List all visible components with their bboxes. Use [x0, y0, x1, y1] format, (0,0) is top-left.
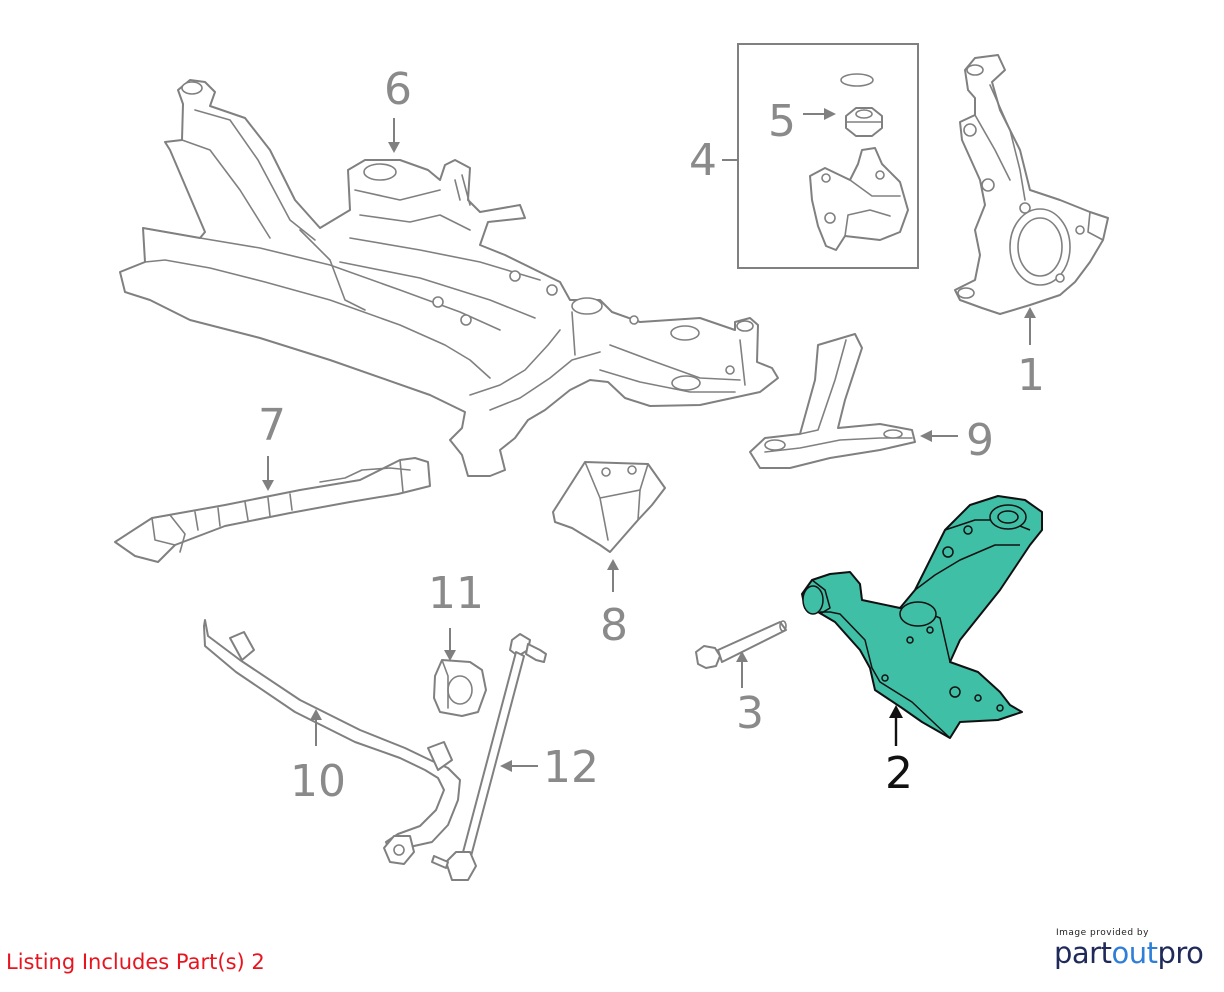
callout-5: 5 — [768, 96, 796, 147]
logo-pro: pro — [1157, 936, 1204, 970]
part-1-steering-knuckle[interactable] — [954, 54, 1109, 315]
logo-part: part — [1054, 936, 1112, 970]
partoutpro-logo[interactable]: partoutpro — [1054, 936, 1204, 970]
callout-1: 1 — [1017, 350, 1045, 401]
callout-11: 11 — [428, 568, 484, 619]
part-10-stabilizer-bar[interactable] — [203, 619, 461, 865]
callout-9: 9 — [966, 415, 994, 466]
leader-arrows — [262, 108, 1036, 772]
part-2-lower-control-arm[interactable] — [801, 495, 1043, 739]
callout-2: 2 — [885, 748, 913, 799]
logo-out: out — [1111, 936, 1158, 970]
part-3-bolt[interactable] — [695, 620, 787, 669]
callout-8: 8 — [600, 600, 628, 651]
part-5-nut[interactable] — [845, 107, 883, 137]
listing-includes-text: Listing Includes Part(s) 2 — [6, 950, 265, 974]
part-9-rear-bracket[interactable] — [749, 333, 916, 469]
callout-10: 10 — [290, 756, 346, 807]
image-credit-text: Image provided by — [1056, 928, 1149, 938]
callout-4: 4 — [689, 135, 717, 186]
callout-6: 6 — [384, 64, 412, 115]
callout-12: 12 — [543, 742, 599, 793]
part-6-crossmember[interactable] — [119, 79, 779, 477]
part-8-mount-bracket[interactable] — [552, 461, 666, 553]
callout-7: 7 — [258, 400, 286, 451]
part-12-stabilizer-link[interactable] — [431, 633, 547, 881]
part-7-bracket[interactable] — [114, 457, 431, 563]
part-11-bushing[interactable] — [433, 659, 487, 717]
callout-3: 3 — [736, 688, 764, 739]
part-4-ball-joint-box[interactable] — [722, 43, 919, 269]
